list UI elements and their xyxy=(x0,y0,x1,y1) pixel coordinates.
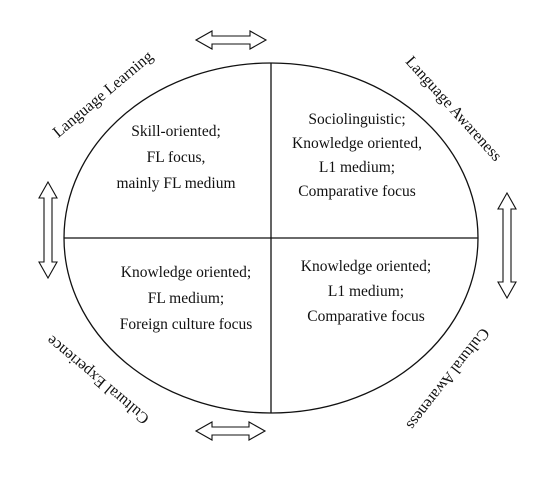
quadrant-line: mainly FL medium xyxy=(116,175,235,192)
quadrant-top-right: Sociolinguistic; Knowledge oriented, L1 … xyxy=(292,111,422,200)
quadrant-line: L1 medium; xyxy=(319,159,395,176)
quadrant-top-left: Skill-oriented; FL focus, mainly FL medi… xyxy=(116,123,235,192)
quadrant-line: L1 medium; xyxy=(328,283,404,300)
quadrant-line: Knowledge oriented; xyxy=(121,264,251,281)
quadrant-line: Knowledge oriented, xyxy=(292,135,422,152)
double-arrow-bottom xyxy=(194,421,267,441)
double-arrow-left xyxy=(38,180,58,280)
quadrant-line: Sociolinguistic; xyxy=(308,111,405,128)
quadrant-line: Foreign culture focus xyxy=(120,316,253,333)
double-arrow-top xyxy=(194,30,268,50)
corner-label-cultural-experience: Cultural Experience xyxy=(43,332,152,428)
corner-label-cultural-awareness: Cultural Awareness xyxy=(403,325,493,433)
quadrant-line: Knowledge oriented; xyxy=(301,258,431,275)
quadrant-bottom-right: Knowledge oriented; L1 medium; Comparati… xyxy=(301,258,431,325)
quadrant-line: Comparative focus xyxy=(298,183,416,200)
quadrant-line: FL medium; xyxy=(148,290,225,307)
quadrant-line: Comparative focus xyxy=(307,308,425,325)
quadrant-line: FL focus, xyxy=(147,149,206,166)
quadrant-line: Skill-oriented; xyxy=(131,123,221,140)
double-arrow-right xyxy=(497,191,517,300)
quadrant-bottom-left: Knowledge oriented; FL medium; Foreign c… xyxy=(120,264,253,333)
